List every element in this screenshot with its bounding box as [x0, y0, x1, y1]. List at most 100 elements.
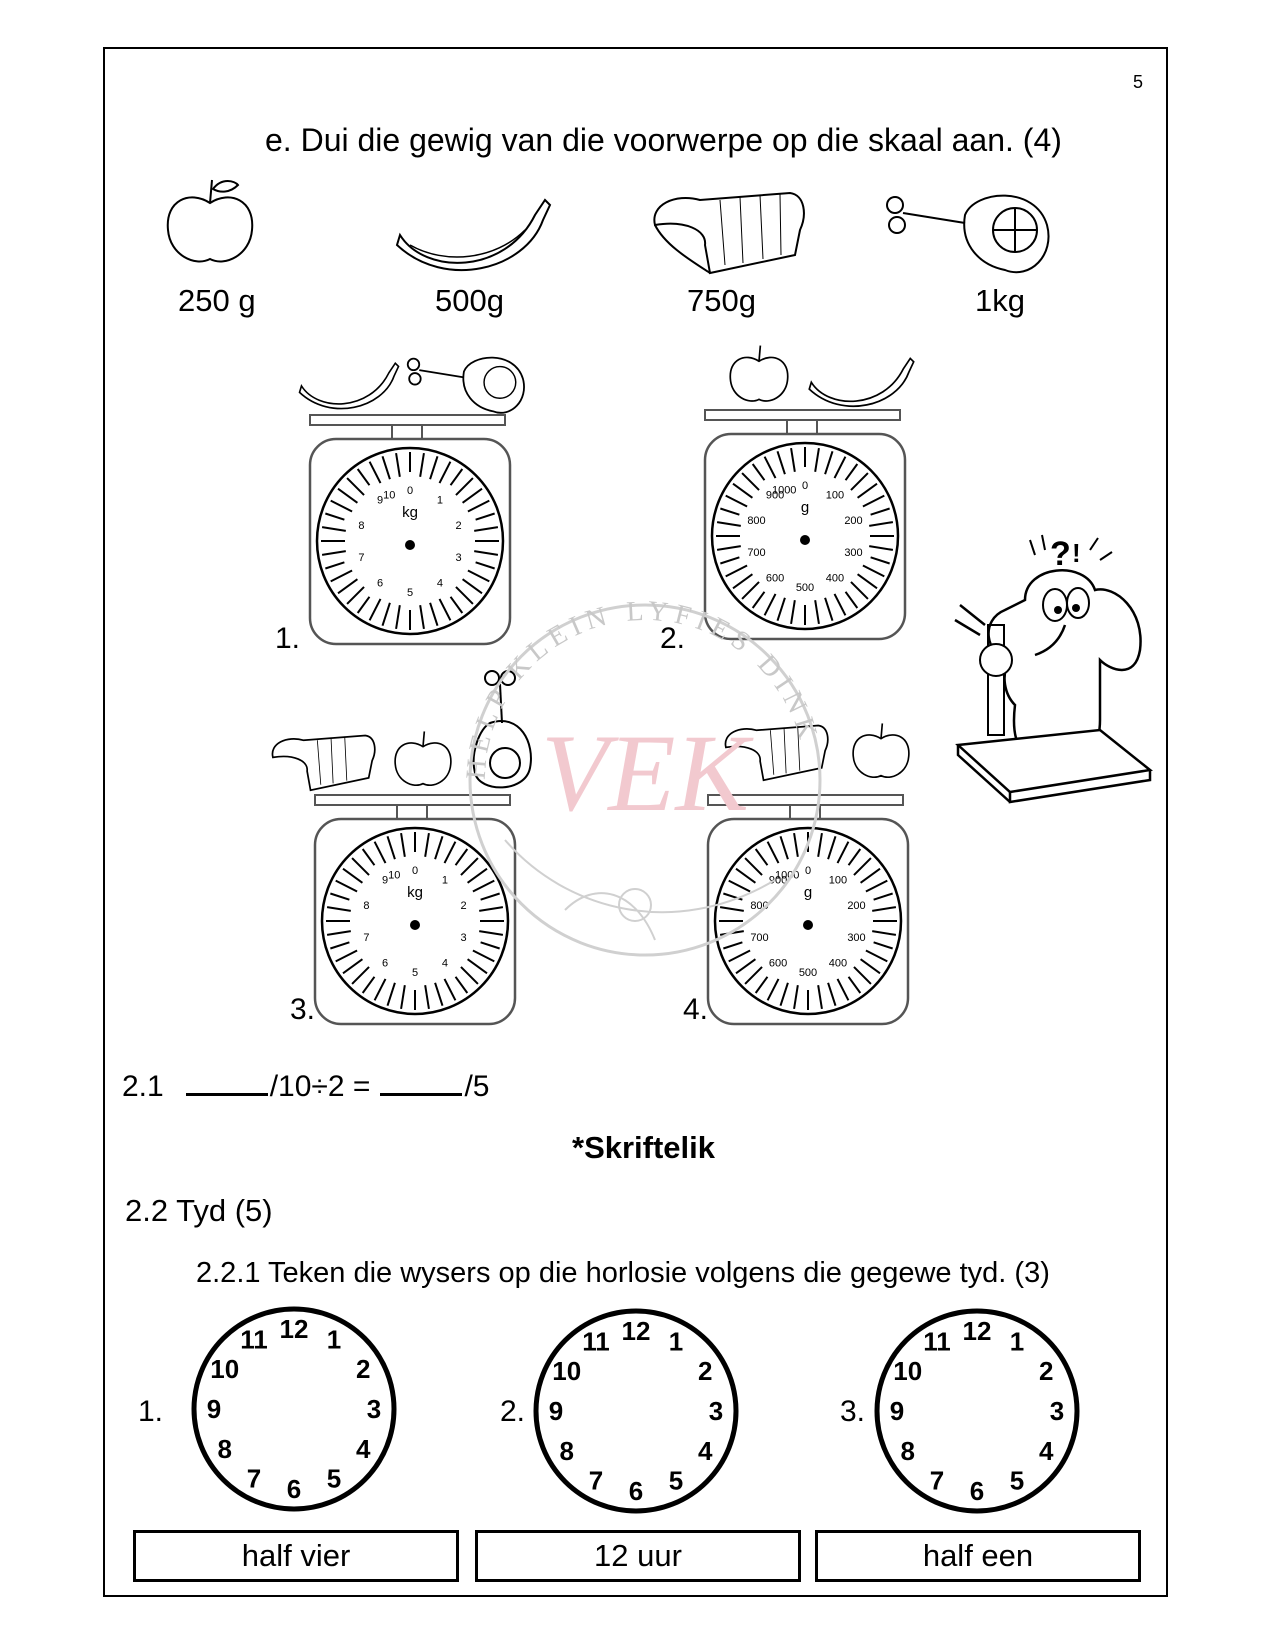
- scale-tick: [419, 452, 425, 477]
- scale-tick: [754, 976, 769, 994]
- score-blank-2[interactable]: [380, 1075, 463, 1096]
- scale-tick: [443, 841, 457, 864]
- scale-stem: [786, 419, 818, 435]
- scale-tick: [321, 550, 346, 556]
- scale-label: 400: [826, 572, 844, 584]
- score-blank-1[interactable]: [185, 1075, 268, 1096]
- scale-label: 900: [766, 490, 784, 502]
- scale-tick: [793, 832, 799, 857]
- clock-numeral: 2: [698, 1356, 712, 1386]
- scale-tick: [386, 982, 396, 1006]
- clock-numeral: 9: [890, 1396, 904, 1426]
- clock-numeral: 11: [240, 1325, 268, 1355]
- scale-tick: [827, 836, 837, 860]
- scale-tick: [853, 857, 872, 876]
- scale-label: 300: [844, 547, 862, 559]
- watermark-logo: HELP KLEIN LYFIES DINK VEK: [461, 596, 822, 957]
- scale-label: 800: [747, 515, 765, 527]
- scale-tick: [790, 447, 796, 472]
- scale-tick: [720, 556, 740, 565]
- scale-label: 300: [847, 932, 865, 944]
- clock-numeral: 2: [356, 1354, 370, 1384]
- scale-tick: [337, 487, 359, 504]
- scale-tick: [472, 949, 495, 963]
- scale-label: 7: [358, 552, 364, 564]
- clock-numeral: 1: [327, 1325, 341, 1355]
- scale-tick: [330, 941, 350, 950]
- scale-tick: [461, 487, 483, 504]
- scale-label: 600: [769, 957, 787, 969]
- banana-icon: [808, 357, 915, 407]
- scale-tick: [368, 461, 382, 484]
- scale-label: 9: [382, 875, 388, 887]
- clock-numeral: 8: [559, 1436, 573, 1466]
- scale-label: 10: [383, 489, 395, 501]
- scale-label: 10: [388, 869, 400, 881]
- scale-platform: [309, 414, 506, 426]
- scale-tick: [870, 556, 890, 565]
- scale-tick: [814, 447, 820, 472]
- bread-icon: [271, 734, 376, 792]
- clock-numeral: 9: [549, 1396, 563, 1426]
- scale-tick: [817, 832, 823, 857]
- scale-tick: [326, 906, 351, 912]
- scale-tick: [330, 892, 350, 901]
- scale-tick: [472, 879, 495, 893]
- scale-number: 2.: [660, 622, 686, 655]
- clock-number: 3.: [840, 1395, 866, 1428]
- scale-tick: [716, 545, 741, 551]
- scale-tick: [454, 976, 469, 994]
- scale-tick: [361, 848, 376, 866]
- clock-number: 1.: [138, 1395, 164, 1428]
- scale-tick: [429, 602, 439, 626]
- scale-label: 500: [799, 967, 817, 979]
- scale-pivot: [410, 920, 420, 930]
- scale-tick: [779, 836, 789, 860]
- scale-tick: [833, 593, 847, 616]
- scale-tick: [847, 848, 862, 866]
- scale-tick: [728, 879, 751, 893]
- scale-tick: [836, 841, 850, 864]
- weight-label-meat: 1kg: [975, 283, 1025, 318]
- clock-numeral: 7: [930, 1465, 944, 1495]
- clock-numeral: 10: [893, 1356, 922, 1386]
- clock-numeral: 7: [589, 1465, 603, 1495]
- page-number: 5: [1133, 72, 1144, 92]
- scale-platform: [704, 409, 901, 421]
- scale-tick: [461, 578, 483, 595]
- scale-tick: [862, 494, 885, 508]
- weight-label-bread: 750g: [687, 283, 756, 318]
- scale-label: 700: [750, 932, 768, 944]
- banana-icon: [298, 361, 400, 410]
- scale-tick: [424, 832, 430, 857]
- scale-tick: [732, 482, 754, 499]
- scale-label: 5: [412, 967, 418, 979]
- scale-tick: [460, 857, 479, 876]
- scale-tick: [853, 966, 872, 985]
- clock-number: 2.: [500, 1395, 526, 1428]
- scale-tick: [434, 836, 444, 860]
- scale-tick: [467, 569, 490, 583]
- scale-tick: [790, 600, 796, 625]
- scale-tick: [754, 848, 769, 866]
- scale-tick: [725, 494, 748, 508]
- scale-tick: [741, 581, 760, 600]
- scale-tick: [351, 857, 370, 876]
- scale-tick: [744, 857, 763, 876]
- scale-tick: [400, 832, 406, 857]
- clock-numeral: 4: [356, 1434, 371, 1464]
- scale-label: 500: [796, 582, 814, 594]
- clock-numeral: 10: [552, 1356, 581, 1386]
- time-label: half een: [922, 1538, 1034, 1573]
- scale-tick: [361, 976, 376, 994]
- clock-numeral: 12: [622, 1316, 651, 1346]
- clock-numeral: 9: [207, 1394, 221, 1424]
- scale-tick: [454, 848, 469, 866]
- clock-numeral: 1: [669, 1327, 683, 1357]
- time-label: half vier: [241, 1538, 351, 1573]
- banana-icon: [395, 198, 552, 272]
